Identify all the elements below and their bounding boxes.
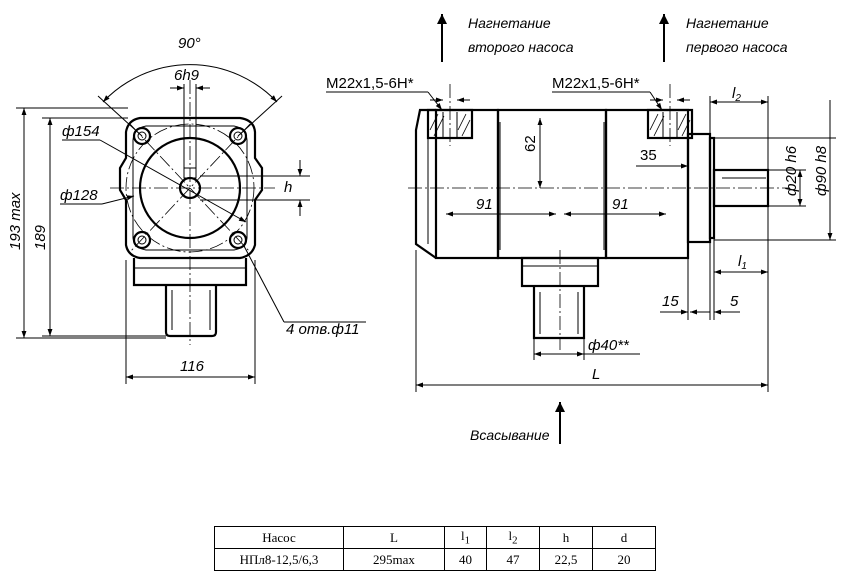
l2-label: l2 [732, 85, 741, 104]
side-body-middle-section [496, 108, 608, 260]
spigot-width-label: 5 [730, 293, 739, 310]
shaft-diameter-label: ф20 h6 [783, 145, 800, 196]
offset-right-label: 91 [612, 196, 629, 213]
discharge-first-label-line2: первого насоса [686, 39, 788, 55]
holes-label: 4 отв.ф11 [286, 321, 359, 338]
discharge-second-label-line1: Нагнетание [468, 15, 551, 31]
header-l1: l1 [444, 526, 487, 549]
table-row: НПл8-12,5/6,3 295max 40 47 22,5 20 [214, 548, 656, 571]
header-length: L [343, 526, 445, 549]
spigot-diameter-label: ф90 h8 [813, 145, 830, 196]
l1-label: l1 [738, 253, 747, 272]
offset-left-label: 91 [476, 196, 493, 213]
flange-offset-label: 35 [640, 147, 657, 164]
suction-label: Всасывание [470, 427, 550, 443]
pump-drawing: 90° 6h9 ф154 ф128 h 193 max 189 [7, 14, 836, 444]
length-label: L [592, 366, 600, 383]
height-max-label: 193 max [7, 192, 24, 250]
angle-label: 90° [178, 35, 201, 52]
side-left-cap [414, 108, 437, 259]
spec-table: Насос L l1 l2 h d НПл8-12,5/6,3 295max 4… [214, 526, 656, 571]
outer-diameter-label: ф154 [62, 123, 100, 140]
bolt-circle-label: ф128 [60, 187, 98, 204]
thread-left-label: M22x1,5-6H* [326, 75, 414, 92]
discharge-second-label-line2: второго насоса [468, 39, 574, 55]
header-pump: Насос [214, 526, 344, 549]
cell-l2: 47 [486, 548, 540, 571]
side-suction-stub [532, 286, 586, 340]
side-body-first-section [434, 108, 500, 260]
cell-pump: НПл8-12,5/6,3 [214, 548, 344, 571]
front-bolt-holes [132, 126, 248, 250]
height-label: 189 [32, 224, 49, 250]
front-suction-stub [164, 285, 218, 338]
discharge-first-label-line1: Нагнетание [686, 15, 769, 31]
front-flange-outline [118, 116, 264, 260]
suction-diameter-label: ф40** [588, 337, 630, 354]
side-view: M22x1,5-6H* M22x1,5-6H* 62 91 91 35 ф20 … [326, 75, 836, 392]
cell-d: 20 [592, 548, 656, 571]
angle-dimension-arc [102, 64, 278, 103]
spec-table-header-row: Насос L l1 l2 h d [214, 526, 656, 549]
key-height-label: h [284, 179, 292, 196]
front-view: 90° 6h9 ф154 ф128 h 193 max 189 [7, 35, 366, 384]
flange-width-label: 15 [662, 293, 679, 310]
flow-annotations: Нагнетание второго насоса Нагнетание пер… [437, 14, 788, 444]
thread-right-label: M22x1,5-6H* [552, 75, 640, 92]
cell-l1: 40 [444, 548, 487, 571]
header-h: h [539, 526, 593, 549]
header-l2: l2 [486, 526, 540, 549]
cell-h: 22,5 [539, 548, 593, 571]
port-height-label: 62 [522, 135, 539, 152]
width-label: 116 [180, 358, 205, 375]
header-d: d [592, 526, 656, 549]
key-width-label: 6h9 [174, 67, 200, 84]
cell-length: 295max [343, 548, 445, 571]
